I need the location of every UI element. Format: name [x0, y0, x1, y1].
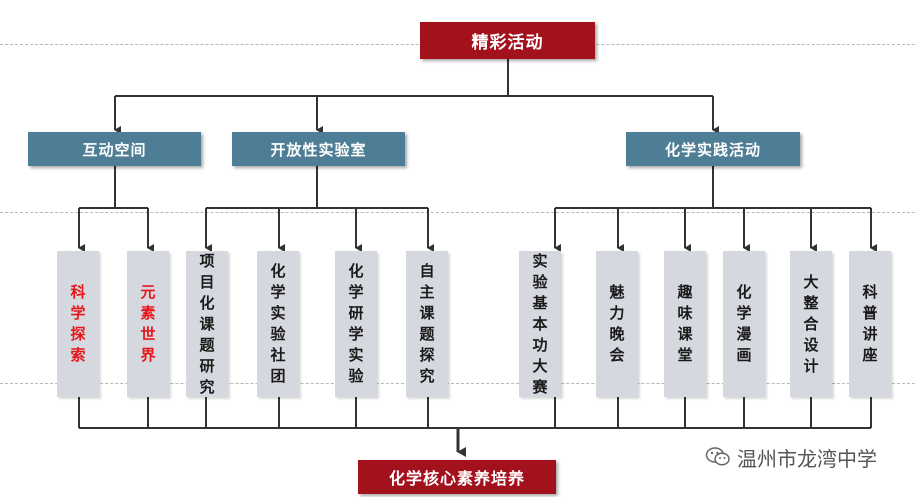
activity-label: 实验基本功大赛: [532, 251, 548, 396]
activity-label: 化学实验社团: [270, 262, 286, 385]
watermark: 温州市龙湾中学: [705, 442, 877, 472]
activity-box-integration-design: 大整合设计: [790, 251, 832, 397]
activity-label: 自主课题探究: [419, 262, 435, 385]
category-open-lab: 开放性实验室: [232, 132, 405, 166]
activity-box-lab-club: 化学实验社团: [257, 251, 299, 397]
activity-label: 大整合设计: [803, 272, 819, 375]
title-label: 精彩活动: [471, 33, 544, 53]
activity-box-science-exploration: 科学探索: [57, 251, 99, 397]
category-label: 开放性实验室: [270, 140, 367, 159]
grid-line-2: [0, 212, 915, 213]
activity-box-element-world: 元素世界: [127, 251, 169, 397]
activity-label: 科学探索: [70, 283, 86, 364]
title-box: 精彩活动: [420, 22, 595, 59]
activity-label: 趣味课堂: [677, 283, 693, 364]
category-label: 化学实践活动: [664, 140, 761, 159]
watermark-text: 温州市龙湾中学: [737, 446, 877, 471]
activity-box-charm-gala: 魅力晚会: [596, 251, 638, 397]
activity-box-chem-comics: 化学漫画: [723, 251, 765, 397]
wechat-icon: [705, 447, 730, 466]
category-label: 互动空间: [82, 140, 147, 159]
outcome-box: 化学核心素养培养: [358, 460, 556, 494]
activity-label: 元素世界: [140, 283, 156, 364]
outcome-label: 化学核心素养培养: [388, 469, 525, 488]
activity-box-self-inquiry: 自主课题探究: [406, 251, 448, 397]
activity-box-fun-class: 趣味课堂: [664, 251, 706, 397]
activity-label: 项目化课题研究: [199, 251, 215, 396]
category-interactive-space: 互动空间: [28, 132, 201, 166]
activity-box-skills-contest: 实验基本功大赛: [519, 251, 561, 397]
activity-label: 化学漫画: [736, 283, 752, 364]
activity-label: 化学研学实验: [348, 262, 364, 385]
activity-label: 魅力晚会: [609, 283, 625, 364]
activity-box-project-research: 项目化课题研究: [186, 251, 228, 397]
grid-line-3: [0, 383, 915, 384]
activity-box-science-lecture: 科普讲座: [849, 251, 891, 397]
category-chem-practice: 化学实践活动: [626, 132, 800, 166]
activity-box-study-experiment: 化学研学实验: [335, 251, 377, 397]
activity-label: 科普讲座: [862, 283, 878, 364]
